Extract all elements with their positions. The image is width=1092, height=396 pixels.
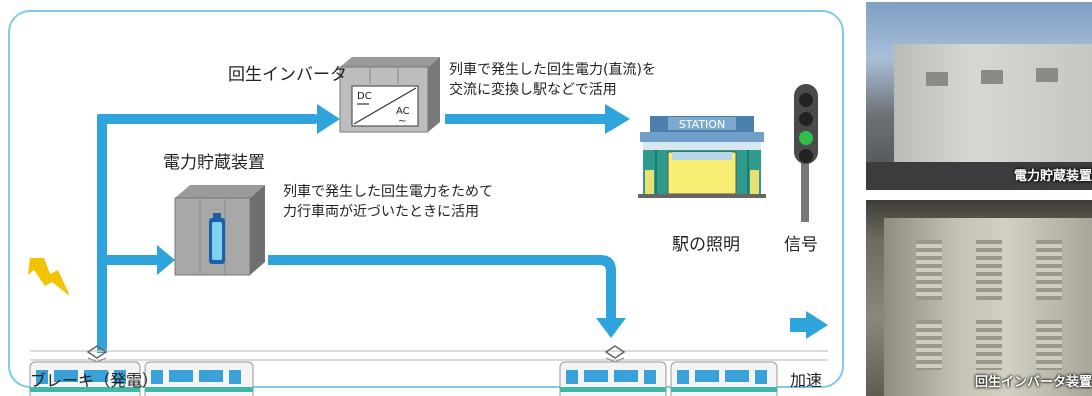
- station-icon: STATION: [638, 116, 766, 198]
- arrow-to-inverter-head: [317, 104, 340, 134]
- storage-device-icon: [174, 185, 265, 276]
- regen-inverter-photo: 回生インバータ装置: [866, 200, 1092, 396]
- traffic-signal-icon: [794, 84, 818, 222]
- accelerate-arrow-shaft: [790, 318, 806, 332]
- arrow-to-inverter-shaft: [97, 114, 317, 124]
- regen-inverter-icon: DC AC ~: [339, 57, 440, 133]
- storage-description-line2: 力行車両が近づいたときに活用: [283, 203, 479, 220]
- vertical-trunk-arrow: [97, 118, 107, 353]
- station-sign: STATION: [679, 118, 725, 131]
- train-braking: [29, 345, 254, 396]
- train-accelerating: [559, 345, 778, 396]
- ac-label: AC: [396, 106, 410, 117]
- inverter-description-line2: 交流に変換し駅などで活用: [449, 81, 617, 98]
- signal-label: 信号: [784, 235, 818, 255]
- flow-arrows: [97, 104, 828, 353]
- arrow-to-station-head: [605, 104, 630, 134]
- dc-label: DC: [357, 91, 372, 102]
- arrow-storage-to-train: [268, 255, 626, 338]
- arrow-to-storage-shaft: [97, 255, 157, 265]
- svg-text:~: ~: [398, 116, 406, 127]
- storage-description-line1: 列車で発生した回生電力をためて: [283, 183, 493, 200]
- arrow-to-storage-head: [157, 245, 175, 275]
- lightning-icon: [28, 258, 70, 296]
- inverter-description-line1: 列車で発生した回生電力(直流)を: [449, 61, 656, 78]
- storage-device-photo-caption: 電力貯蔵装置: [1013, 169, 1092, 184]
- storage-device-label: 電力貯蔵装置: [163, 153, 265, 173]
- regen-inverter-photo-caption: 回生インバータ装置: [974, 375, 1092, 390]
- signal-green-light: [799, 131, 813, 145]
- regen-inverter-label: 回生インバータ: [228, 65, 347, 85]
- arrow-to-station-shaft: [445, 114, 605, 124]
- storage-device-photo: 電力貯蔵装置: [866, 2, 1092, 190]
- accelerate-label: 加速: [790, 371, 822, 390]
- accelerate-arrow-head: [806, 311, 828, 339]
- power-flow-diagram: DC AC ~ STATION: [28, 57, 828, 396]
- brake-label: ブレーキ（発電）: [30, 371, 158, 390]
- station-lighting-label: 駅の照明: [672, 235, 740, 255]
